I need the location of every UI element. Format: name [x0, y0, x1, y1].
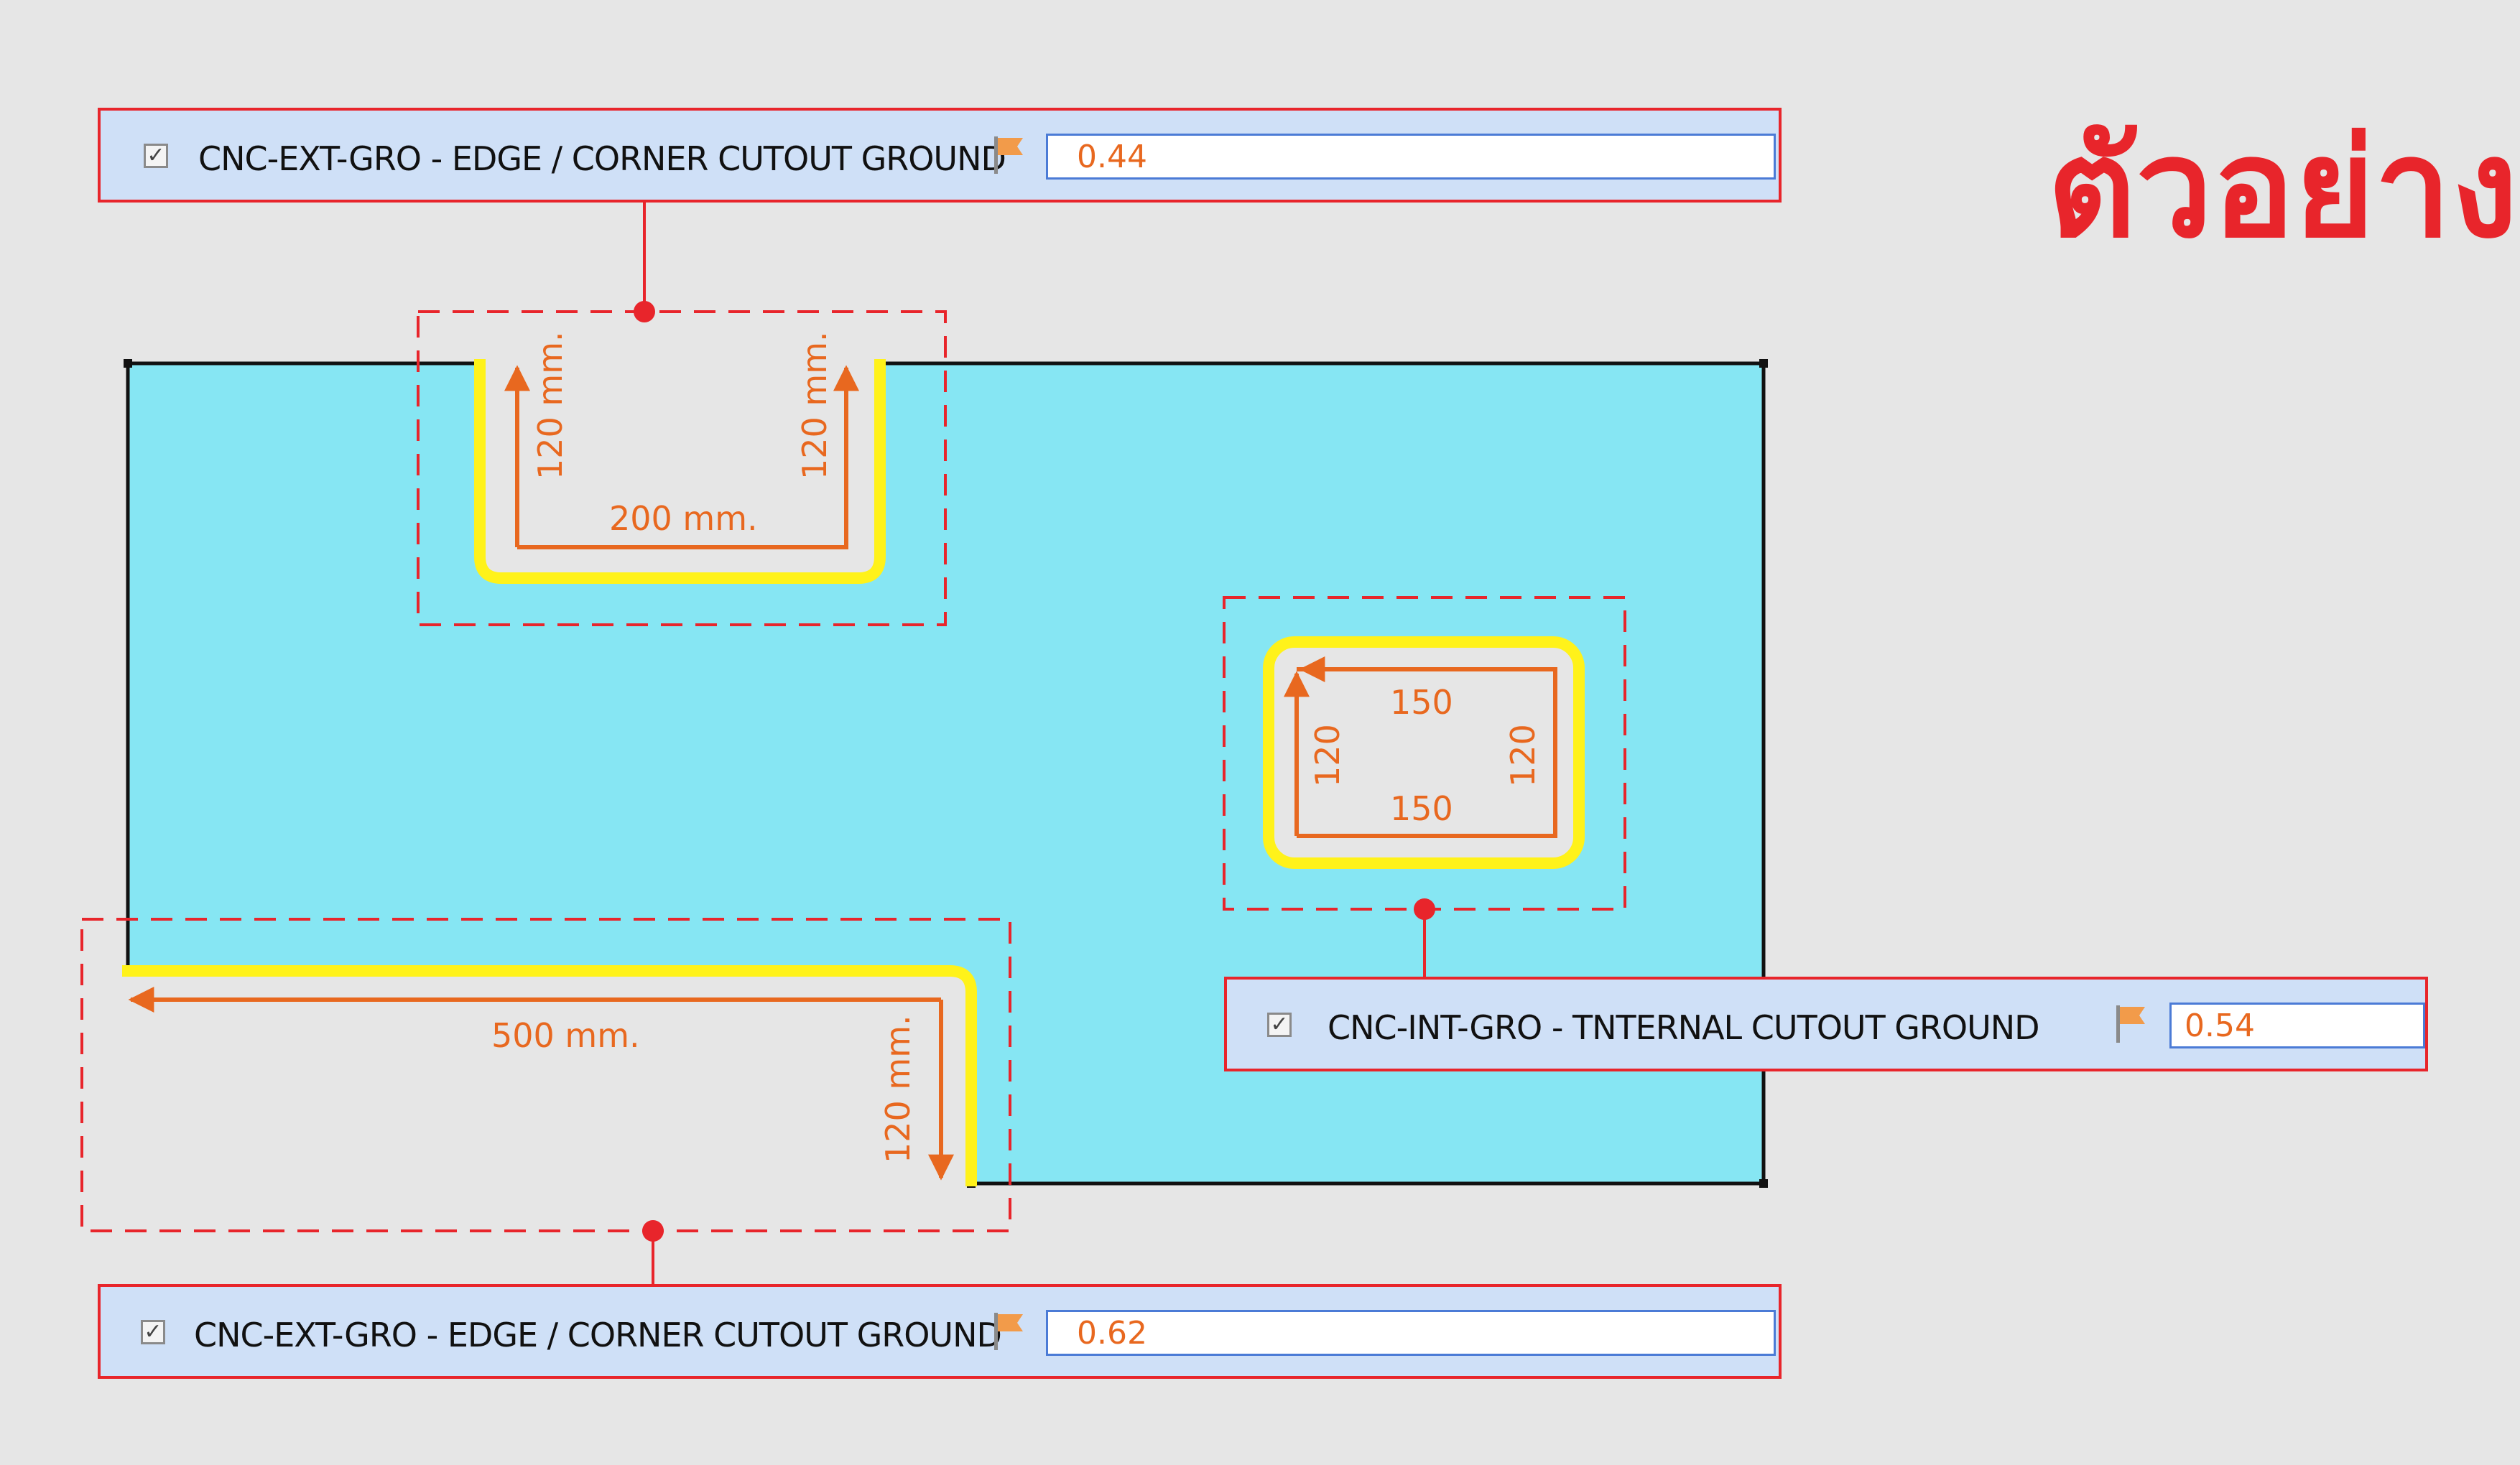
leader-dot-top [634, 301, 655, 322]
corner-cutout-callout-box [80, 918, 1011, 1232]
leader-dot-bottom [642, 1220, 664, 1242]
internal-cutout-top-label: 150 [1390, 683, 1453, 722]
internal-cutout-dimension-path [1297, 667, 1557, 838]
corner-cutout-height-label: 120 mm. [879, 1015, 917, 1163]
flag-icon [994, 136, 1023, 174]
internal-cutout-left-label: 120 [1308, 724, 1347, 787]
example-heading: ตัวอย่าง [2047, 109, 2518, 268]
callout-row-edge-corner-bottom: ✓ CNC-EXT-GRO - EDGE / CORNER CUTOUT GRO… [98, 1284, 1782, 1379]
value-field[interactable]: 0.54 [2169, 1003, 2425, 1048]
callout-label: CNC-EXT-GRO - EDGE / CORNER CUTOUT GROUN… [194, 1316, 1002, 1354]
value-field[interactable]: 0.62 [1046, 1310, 1776, 1356]
flag-icon [994, 1313, 1023, 1350]
internal-cutout-bottom-label: 150 [1390, 789, 1453, 828]
top-notch-groove [474, 359, 886, 584]
callout-label: CNC-EXT-GRO - EDGE / CORNER CUTOUT GROUN… [198, 139, 1006, 178]
top-notch-right-height-label: 120 mm. [795, 331, 834, 480]
top-notch-left-height-label: 120 mm. [531, 331, 570, 480]
value-field[interactable]: 0.44 [1046, 134, 1776, 180]
corner-cutout-groove [122, 965, 977, 1186]
top-notch-dimension-path [517, 365, 859, 549]
checkmark-icon[interactable]: ✓ [144, 144, 168, 168]
callout-label: CNC-INT-GRO - TNTERNAL CUTOUT GROUND [1328, 1008, 2040, 1047]
checkmark-icon[interactable]: ✓ [141, 1320, 165, 1344]
callout-row-internal: ✓ CNC-INT-GRO - TNTERNAL CUTOUT GROUND 0… [1224, 977, 2428, 1071]
callout-row-edge-corner-top: ✓ CNC-EXT-GRO - EDGE / CORNER CUTOUT GRO… [98, 108, 1782, 203]
corner-cutout-length-label: 500 mm. [491, 1016, 640, 1055]
internal-cutout-right-label: 120 [1504, 724, 1542, 787]
leader-dot-internal [1414, 898, 1435, 920]
checkmark-icon[interactable]: ✓ [1267, 1013, 1292, 1037]
top-notch-callout-box [417, 310, 947, 626]
top-notch-width-label: 200 mm. [609, 499, 758, 538]
internal-cutout-hole [1263, 636, 1585, 869]
flag-icon [2116, 1005, 2145, 1043]
